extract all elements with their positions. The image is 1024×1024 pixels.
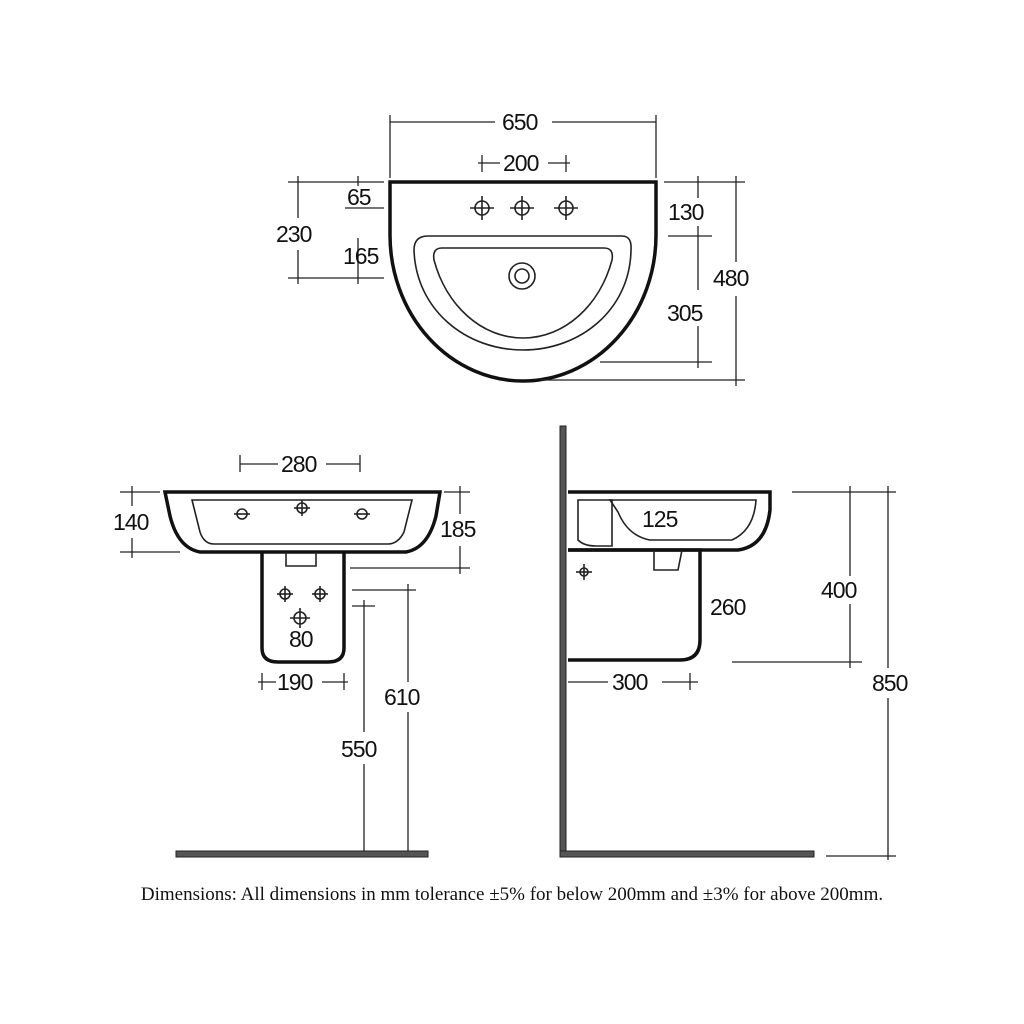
dim-pedestal-depth: 260 — [710, 594, 746, 620]
front-floor — [175, 850, 429, 858]
front-tap-centre-icon — [294, 500, 310, 516]
dim-300-lines — [568, 673, 698, 690]
side-waste-trap — [653, 549, 683, 571]
front-pedestal-inner — [285, 552, 317, 567]
front-basin-outline — [162, 490, 443, 554]
dim-pedestal-hole: 80 — [289, 626, 313, 652]
dim-200-lines — [478, 155, 570, 172]
dim-left-lines — [288, 176, 384, 284]
fixing-hole-bottom-icon — [290, 608, 310, 628]
dim-185-lines — [350, 486, 470, 574]
dim-back-to-tap: 65 — [347, 184, 371, 210]
side-basin-inner — [608, 499, 757, 541]
side-fixing-icon — [576, 564, 592, 580]
dim-waste-offset: 125 — [642, 506, 678, 532]
dim-140-lines — [120, 486, 180, 558]
dim-floor-to-fixing: 550 — [341, 736, 377, 762]
dimensions-footnote: Dimensions: All dimensions in mm toleran… — [140, 884, 884, 905]
plan-basin-outline — [388, 180, 658, 383]
side-view: 125 260 300 400 850 — [559, 425, 909, 860]
dim-280-lines — [239, 455, 361, 472]
plan-view: 650 200 230 65 165 — [276, 109, 750, 386]
fixing-hole-left-icon — [277, 586, 293, 602]
plan-bowl-outline — [413, 235, 632, 351]
side-basin-outline — [568, 490, 772, 552]
dim-overall-width: 650 — [502, 109, 538, 135]
dim-back-to-bowl: 230 — [276, 221, 312, 247]
dim-floor-to-pedestal: 610 — [384, 684, 420, 710]
dim-tap-spacing: 200 — [503, 150, 539, 176]
dim-overall-depth: 480 — [713, 265, 749, 291]
dim-190-lines — [258, 673, 348, 690]
fixing-hole-right-icon — [312, 586, 328, 602]
dim-centre-to-front: 305 — [667, 300, 703, 326]
front-tap-right-icon — [354, 508, 370, 520]
dim-fixing-centres: 280 — [281, 451, 317, 477]
tap-hole-left-icon — [470, 196, 494, 220]
dim-side-vertical-lines — [732, 486, 896, 860]
tap-hole-centre-icon — [510, 196, 534, 220]
dim-650-lines — [389, 115, 657, 178]
waste-inner-icon — [514, 268, 530, 284]
dim-tap-to-bowl: 165 — [343, 243, 379, 269]
tap-hole-right-icon — [554, 196, 578, 220]
dim-pedestal-width: 190 — [277, 669, 313, 695]
dim-basin-above-pedestal: 400 — [821, 577, 857, 603]
dim-floor-to-rim: 850 — [872, 670, 908, 696]
front-view: 280 140 185 80 190 610 — [113, 451, 477, 858]
dim-right-lines — [540, 176, 745, 386]
side-wall — [559, 425, 567, 857]
side-pedestal-outline — [568, 548, 702, 662]
plan-bowl-inner — [432, 247, 614, 339]
dim-vertical-lines — [352, 584, 416, 856]
side-floor — [559, 850, 815, 858]
dim-wall-to-pedestal: 300 — [612, 669, 648, 695]
waste-outer-icon — [508, 262, 536, 290]
dim-basin-height: 185 — [440, 516, 476, 542]
front-pedestal-outline — [260, 552, 346, 664]
dim-back-to-centre: 130 — [668, 199, 704, 225]
front-tap-left-icon — [234, 508, 250, 520]
front-basin-inner — [190, 499, 414, 545]
side-basin-back — [577, 499, 613, 547]
dim-rim-depth: 140 — [113, 509, 149, 535]
